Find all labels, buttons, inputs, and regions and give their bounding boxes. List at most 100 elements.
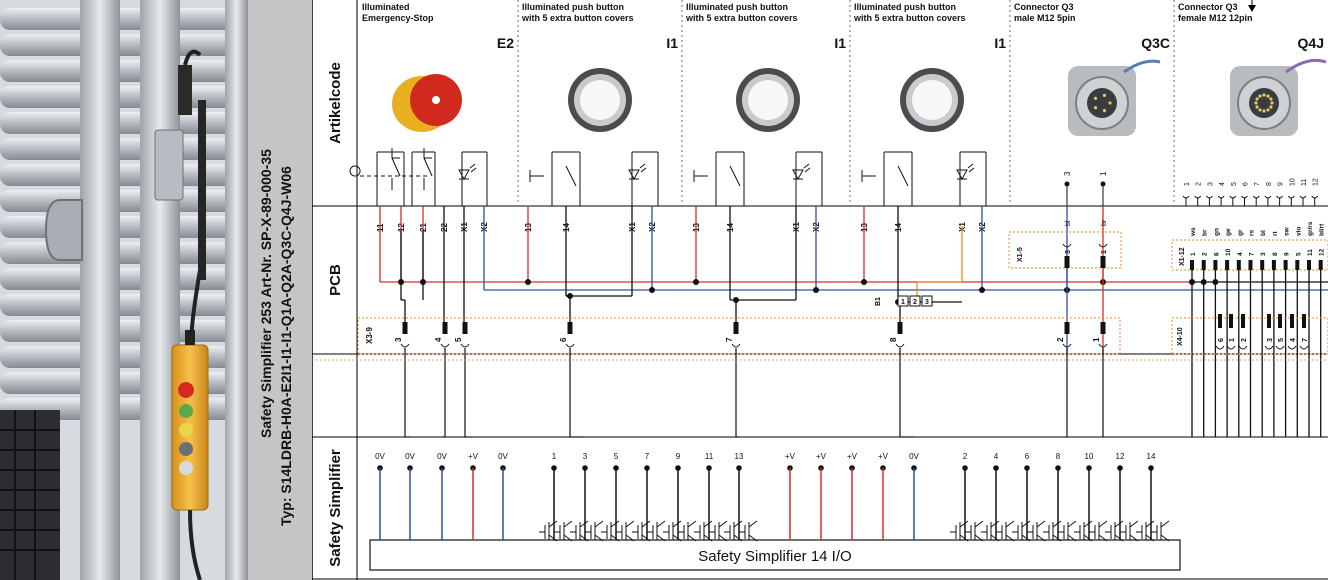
junction: [733, 297, 739, 303]
output-transistor-symbol: [981, 520, 1000, 542]
estop-contact-11-12: [391, 157, 401, 177]
simplifier-output-terminal-label: 12: [1116, 452, 1125, 461]
simplifier-output-terminal-label: 8: [1056, 452, 1061, 461]
input-transistor-symbol: [539, 520, 558, 542]
q4-pin-socket: [1299, 195, 1307, 199]
simplifier-power-terminal-label: +V: [816, 452, 827, 461]
estop-center: [432, 96, 440, 104]
input-transistor-symbol: [709, 520, 728, 542]
connector-pin: [1093, 106, 1098, 110]
junction: [979, 287, 985, 293]
q4-jack-number: 8: [1272, 252, 1279, 256]
q3-jack-number: 3: [1065, 250, 1072, 254]
x3-9-pin-block: [897, 322, 903, 334]
simplifier-supply-terminal-label: 0V: [437, 452, 447, 461]
x4-10-pin-number: 3: [1267, 338, 1274, 342]
q4-wire-color: ge: [1225, 228, 1232, 236]
junction: [693, 279, 699, 285]
output-transistor-symbol: [996, 520, 1015, 542]
q4-pin-number: 11: [1301, 179, 1308, 186]
junction: [525, 279, 531, 285]
q4-pin-number: 4: [1219, 182, 1226, 186]
q4-pin-socket: [1287, 195, 1295, 199]
x4-10-pin-number: 5: [1278, 338, 1285, 342]
b1-pin-number: 2: [913, 299, 917, 306]
q4-wire-color: rs: [1249, 229, 1256, 236]
output-transistor-symbol: [950, 520, 969, 542]
input-transistor-symbol: [601, 520, 620, 542]
push-button-lens: [748, 80, 788, 120]
q4-wire-color: bl/rt: [1319, 223, 1326, 236]
q4-wire-color: ws: [1190, 227, 1197, 237]
led-symbol: [469, 163, 476, 169]
q4-jack-number: 6: [1213, 252, 1220, 256]
connector-x1-12-label: X1-12: [1179, 247, 1186, 266]
q4-pin-socket: [1311, 195, 1319, 199]
q4-pin-number: 1: [1184, 182, 1191, 186]
q3-wire-color: bl: [1065, 220, 1072, 226]
led-symbol: [458, 169, 470, 181]
x3-9-pin-block: [733, 322, 739, 334]
roller-tube: [0, 60, 248, 82]
simplifier-input-terminal-label: 11: [705, 452, 714, 461]
q4-jack-number: 3: [1260, 252, 1267, 256]
roller-tube: [0, 294, 248, 316]
junction: [567, 293, 573, 299]
input-transistor-symbol: [724, 520, 743, 542]
q4-jack-number: 9: [1284, 252, 1291, 256]
led-symbol: [628, 169, 640, 181]
q4-pin-socket: [1206, 195, 1213, 199]
x3-9-pin-block: [442, 322, 448, 334]
q4-jack-number: 2: [1202, 252, 1209, 256]
q4-pin-number: 12: [1313, 178, 1320, 186]
x3-9-pin-number: 6: [559, 337, 568, 342]
q4-pin-block: [1213, 260, 1218, 270]
q3-socket: [1062, 243, 1072, 248]
roller-tube: [0, 346, 248, 368]
q3-pin-dot: [1100, 181, 1106, 187]
x4-10-socket: [1226, 345, 1236, 350]
q4-pin-block: [1318, 260, 1323, 270]
q3-wire-color: br: [1101, 219, 1108, 226]
x3-9-socket: [731, 343, 741, 348]
simplifier-power-terminal-label: +V: [878, 452, 889, 461]
roller-tube: [0, 190, 248, 212]
simplifier-box: [369, 539, 1181, 571]
x4-10-pin-number: 2: [1241, 338, 1248, 342]
x4-10-pin-number: 1: [1229, 338, 1236, 342]
roller-tube: [0, 372, 248, 394]
x4-10-pin-block: [1218, 314, 1222, 328]
q4-pin-block: [1271, 260, 1276, 270]
simplifier-output-terminal-label: 10: [1085, 452, 1094, 461]
x3-9-socket: [565, 343, 575, 348]
component-title-line2: with 5 extra button covers: [853, 13, 966, 23]
input-transistor-symbol: [616, 520, 635, 542]
roller-tube: [0, 242, 248, 264]
x4-10-pin-number: 6: [1218, 338, 1225, 342]
connector-pin: [1108, 101, 1112, 105]
component-title-line1: Connector Q3: [1178, 2, 1238, 12]
q4-wire-color: sw: [1284, 226, 1291, 236]
q4-pin-socket: [1182, 195, 1190, 199]
roller-tube: [0, 268, 248, 290]
connector-x1-5-label: X1-5: [1017, 247, 1024, 262]
arrow-head: [1248, 5, 1256, 12]
q4-jack-number: 1: [1190, 252, 1197, 256]
q4-wire-color: gn: [1213, 228, 1220, 236]
x4-10-pin-number: 7: [1302, 338, 1309, 342]
component-code: Q4J: [1298, 35, 1324, 51]
q4-pin-number: 9: [1278, 182, 1285, 186]
led-symbol: [967, 163, 974, 169]
q4-pin-block: [1307, 260, 1311, 270]
simplifier-input-terminal-label: 3: [583, 452, 588, 461]
x4-10-pin-block: [1290, 314, 1294, 328]
output-transistor-symbol: [1074, 520, 1093, 542]
x4-10-pin-block: [1267, 314, 1271, 328]
connector-pin: [1255, 105, 1259, 109]
q4-pin-socket: [1229, 195, 1237, 199]
estop-contact-21-22: [423, 157, 433, 177]
q4-jack-number: 4: [1237, 252, 1244, 256]
simplifier-power-terminal-label: +V: [847, 452, 858, 461]
output-transistor-symbol: [1136, 520, 1155, 542]
connector-x3-9-label: X3-9: [365, 327, 374, 344]
